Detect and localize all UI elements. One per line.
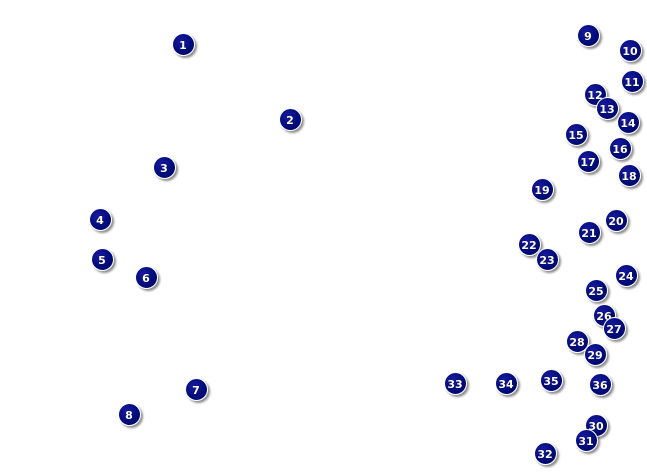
map-marker-35[interactable]: 35 [539, 368, 563, 392]
map-marker-29[interactable]: 29 [583, 342, 607, 366]
map-marker-8[interactable]: 8 [117, 402, 141, 426]
map-marker-27[interactable]: 27 [602, 316, 626, 340]
map-marker-33[interactable]: 33 [443, 371, 467, 395]
map-marker-5[interactable]: 5 [90, 247, 114, 271]
map-marker-32[interactable]: 32 [533, 441, 557, 465]
map-marker-23[interactable]: 23 [535, 247, 559, 271]
map-marker-9[interactable]: 9 [576, 23, 600, 47]
map-marker-17[interactable]: 17 [576, 149, 600, 173]
map-marker-31[interactable]: 31 [574, 428, 598, 452]
map-marker-22[interactable]: 22 [517, 232, 541, 256]
map-marker-15[interactable]: 15 [564, 122, 588, 146]
map-marker-14[interactable]: 14 [616, 110, 640, 134]
map-marker-36[interactable]: 36 [588, 372, 612, 396]
map-marker-19[interactable]: 19 [530, 177, 554, 201]
map-marker-3[interactable]: 3 [152, 155, 176, 179]
map-marker-24[interactable]: 24 [614, 263, 638, 287]
map-marker-1[interactable]: 1 [171, 32, 195, 56]
map-marker-28[interactable]: 28 [565, 329, 589, 353]
map-marker-13[interactable]: 13 [595, 96, 619, 120]
map-marker-10[interactable]: 10 [618, 38, 642, 62]
map-marker-2[interactable]: 2 [278, 107, 302, 131]
map-marker-20[interactable]: 20 [604, 208, 628, 232]
map-marker-4[interactable]: 4 [88, 207, 112, 231]
map-marker-18[interactable]: 18 [617, 163, 641, 187]
map-marker-25[interactable]: 25 [584, 278, 608, 302]
map-marker-16[interactable]: 16 [608, 136, 632, 160]
map-marker-21[interactable]: 21 [577, 220, 601, 244]
map-marker-12[interactable]: 12 [583, 82, 607, 106]
map-marker-7[interactable]: 7 [184, 377, 208, 401]
map-marker-34[interactable]: 34 [494, 371, 518, 395]
map-marker-11[interactable]: 11 [620, 69, 644, 93]
map-marker-6[interactable]: 6 [134, 265, 158, 289]
